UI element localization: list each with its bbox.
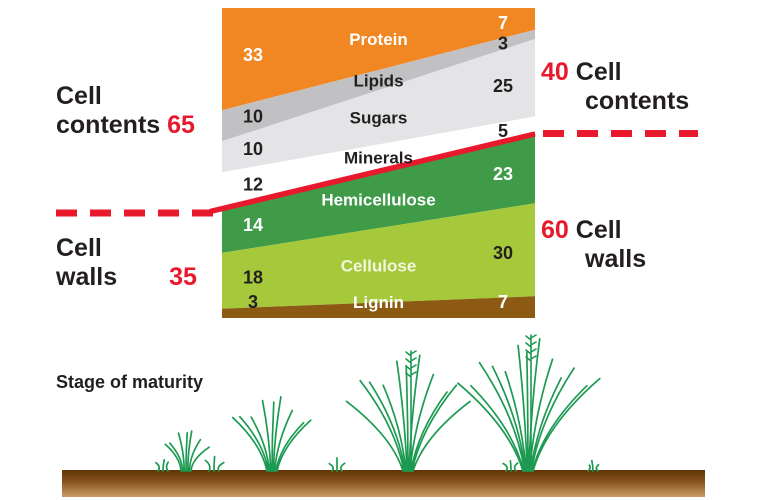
left-cell-walls-word: walls <box>56 263 118 291</box>
band-label-hemicellulose: Hemicellulose <box>321 191 435 210</box>
right-cell-walls-label: 60 Cell walls <box>541 216 646 274</box>
boundary-lines <box>56 130 698 217</box>
right-cell-walls-line2: walls <box>585 245 647 273</box>
band-hemicellulose <box>222 132 535 253</box>
value-right-minerals: 5 <box>498 121 508 141</box>
left-cell-walls-line2: walls 35 <box>56 263 197 292</box>
right-cell-walls-value: 60 <box>541 216 569 244</box>
right-cell-contents-word: Cell <box>575 58 622 86</box>
stage-of-maturity-label: Stage of maturity <box>56 372 204 392</box>
band-label-minerals: Minerals <box>344 149 413 168</box>
value-left-sugars: 10 <box>243 139 263 159</box>
right-cell-contents-line2: contents <box>585 87 690 115</box>
right-cell-contents-line1: 40 Cell <box>541 58 689 87</box>
value-left-cellulose: 18 <box>243 268 263 288</box>
left-cell-contents-label: Cell contents 65 <box>56 82 195 140</box>
band-label-lignin: Lignin <box>353 293 404 312</box>
band-label-sugars: Sugars <box>350 108 408 127</box>
value-left-hemicellulose: 14 <box>243 215 263 235</box>
grass-sprout <box>204 455 225 472</box>
band-protein <box>222 8 535 111</box>
left-cell-contents-word: contents <box>56 111 161 139</box>
right-cell-walls-word: Cell <box>575 216 622 244</box>
band-lignin <box>222 296 535 318</box>
left-cell-contents-line1: Cell <box>56 82 102 110</box>
band-label-cellulose: Cellulose <box>341 256 417 275</box>
chart-bands <box>222 8 535 318</box>
cell-boundary-line <box>209 131 536 215</box>
right-cell-contents-value: 40 <box>541 58 569 86</box>
band-sugars <box>222 39 535 173</box>
grass-sprout <box>155 458 170 472</box>
band-label-lipids: Lipids <box>353 71 403 90</box>
left-cell-contents-line2: contents 65 <box>56 111 195 140</box>
grass-seed-head <box>525 334 537 472</box>
value-right-lignin: 7 <box>498 292 508 312</box>
grass-illustration <box>155 334 601 472</box>
grass-sprout <box>587 459 600 472</box>
grass-plant <box>457 338 601 472</box>
right-cell-walls-line1: 60 Cell <box>541 216 646 245</box>
grass-sprout <box>328 457 346 472</box>
value-left-lipids: 10 <box>243 107 263 127</box>
value-left-protein: 33 <box>243 45 263 65</box>
left-cell-walls-label: Cell walls 35 <box>56 234 197 292</box>
left-cell-contents-value: 65 <box>167 111 195 139</box>
chart-labels: Protein337Lipids103Sugars1025Minerals125… <box>243 13 513 312</box>
left-cell-walls-line1: Cell <box>56 234 102 262</box>
value-right-protein: 7 <box>498 13 508 33</box>
value-left-minerals: 12 <box>243 174 263 194</box>
value-right-sugars: 25 <box>493 76 513 96</box>
band-cellulose <box>222 203 535 309</box>
value-left-lignin: 3 <box>248 292 258 312</box>
value-right-cellulose: 30 <box>493 243 513 263</box>
grass-plant <box>164 430 210 472</box>
grass-seed-head <box>405 350 417 472</box>
right-cell-contents-label: 40 Cell contents <box>541 58 689 116</box>
left-cell-walls-value: 35 <box>169 263 197 291</box>
value-right-lipids: 3 <box>498 34 508 54</box>
grass-sprout <box>502 459 519 472</box>
grass-plant <box>345 354 471 472</box>
band-minerals <box>222 116 535 210</box>
band-label-protein: Protein <box>349 30 408 49</box>
soil-ground <box>62 470 705 497</box>
value-right-hemicellulose: 23 <box>493 164 513 184</box>
grass-plant <box>231 396 312 472</box>
band-lipids <box>222 29 535 142</box>
